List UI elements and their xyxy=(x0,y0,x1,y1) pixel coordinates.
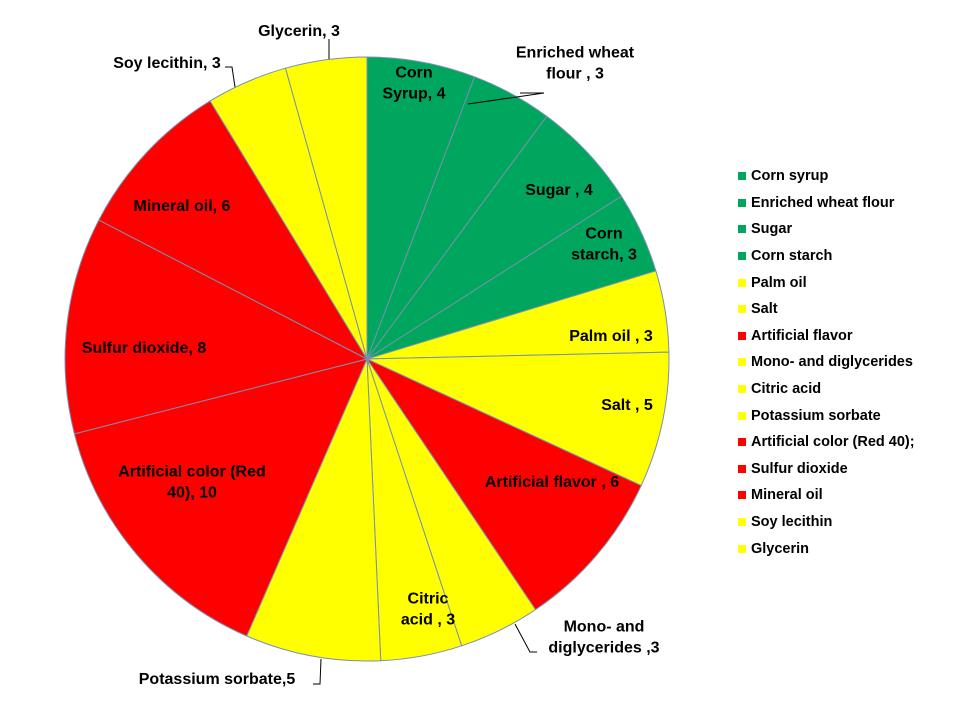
legend-label: Potassium sorbate xyxy=(751,407,881,424)
legend-swatch xyxy=(738,305,746,314)
slice-label-line: Citric xyxy=(408,591,449,608)
slice-label-line: Corn xyxy=(395,65,432,82)
slice-label-potassium-sorbate: Potassium sorbate,5 xyxy=(139,671,296,688)
legend-item: Mineral oil xyxy=(738,482,953,509)
slice-label-line: Potassium sorbate,5 xyxy=(139,671,296,688)
slice-label-line: Enriched wheat xyxy=(516,45,635,62)
legend-label: Artificial color (Red 40); xyxy=(751,434,915,451)
legend-swatch xyxy=(738,278,746,287)
legend-item: Corn starch xyxy=(738,243,953,270)
slice-label-line: Palm oil , 3 xyxy=(569,328,653,345)
legend-label: Enriched wheat flour xyxy=(751,194,895,211)
slice-label-salt: Salt , 5 xyxy=(601,397,653,414)
legend-item: Sulfur dioxide xyxy=(738,456,953,483)
legend-item: Mono- and diglycerides xyxy=(738,349,953,376)
slice-label-line: 40), 10 xyxy=(167,485,217,502)
legend-swatch xyxy=(738,438,746,447)
slice-label-enriched-wheat-flour: Enriched wheat flour , 3 xyxy=(516,45,635,83)
legend-label: Mineral oil xyxy=(751,487,823,504)
legend-swatch xyxy=(738,518,746,527)
slice-label-line: Corn xyxy=(585,226,622,243)
slice-label-sulfur-dioxide: Sulfur dioxide, 8 xyxy=(82,340,207,357)
slice-label-line: Mineral oil, 6 xyxy=(134,198,231,215)
legend-swatch xyxy=(738,411,746,420)
legend-swatch xyxy=(738,198,746,207)
pie-slice-sulfur-dioxide xyxy=(64,219,369,435)
slice-label-line: Sulfur dioxide, 8 xyxy=(82,340,207,357)
slice-label-mineral-oil: Mineral oil, 6 xyxy=(134,198,231,215)
legend-item: Potassium sorbate xyxy=(738,402,953,429)
chart-legend: Corn syrup Enriched wheat flour Sugar Co… xyxy=(738,163,953,562)
slice-label-soy-lecithin: Soy lecithin, 3 xyxy=(113,55,221,72)
leader-lines xyxy=(225,39,545,685)
slice-label-palm-oil: Palm oil , 3 xyxy=(569,328,653,345)
legend-label: Palm oil xyxy=(751,274,807,291)
legend-item: Palm oil xyxy=(738,269,953,296)
pie-slice-artificial-color-red-40 xyxy=(73,358,368,637)
pie-slice-potassium-sorbate xyxy=(246,358,382,662)
legend-label: Corn starch xyxy=(751,248,833,265)
legend-item: Citric acid xyxy=(738,376,953,403)
legend-swatch xyxy=(738,172,746,181)
legend-item: Artificial flavor xyxy=(738,323,953,350)
legend-item: Glycerin xyxy=(738,535,953,562)
slice-label-artificial-color-red-40: Artificial color (Red 40), 10 xyxy=(118,464,266,502)
legend-item: Sugar xyxy=(738,216,953,243)
slice-label-line: Sugar , 4 xyxy=(525,182,593,199)
legend-label: Corn syrup xyxy=(751,168,829,185)
slice-label-line: acid , 3 xyxy=(401,612,455,629)
slice-label-mono-and-diglycerides: Mono- and diglycerides ,3 xyxy=(548,619,659,657)
legend-swatch xyxy=(738,385,746,394)
leader-line-mono-and-diglycerides xyxy=(514,623,537,653)
slice-label-artificial-flavor: Artificial flavor , 6 xyxy=(485,474,619,491)
legend-label: Citric acid xyxy=(751,381,822,398)
slice-label-sugar: Sugar , 4 xyxy=(525,182,593,199)
legend-swatch xyxy=(738,252,746,261)
slice-label-line: Salt , 5 xyxy=(601,397,653,414)
leader-line-soy-lecithin xyxy=(225,66,236,88)
legend-label: Sulfur dioxide xyxy=(751,460,848,477)
legend-swatch xyxy=(738,491,746,500)
slice-label-line: Glycerin, 3 xyxy=(258,23,340,40)
slice-label-line: starch, 3 xyxy=(571,247,637,264)
pie-slice-salt xyxy=(366,351,670,487)
legend-item: Salt xyxy=(738,296,953,323)
legend-item: Soy lecithin xyxy=(738,509,953,536)
pie-slice-mineral-oil xyxy=(98,100,369,361)
pie-slice-glycerin xyxy=(284,56,368,360)
slice-label-line: Artificial color (Red xyxy=(118,464,266,481)
legend-swatch xyxy=(738,225,746,234)
slice-label-line: Mono- and xyxy=(564,619,645,636)
slice-label-citric-acid: Citric acid , 3 xyxy=(401,591,455,629)
legend-item: Corn syrup xyxy=(738,163,953,190)
slice-label-glycerin: Glycerin, 3 xyxy=(258,23,340,40)
slice-label-line: flour , 3 xyxy=(546,66,604,83)
legend-label: Mono- and diglycerides xyxy=(751,354,913,371)
legend-item: Enriched wheat flour xyxy=(738,190,953,217)
legend-item: Artificial color (Red 40); xyxy=(738,429,953,456)
slice-label-line: Syrup, 4 xyxy=(382,86,445,103)
legend-swatch xyxy=(738,464,746,473)
legend-swatch xyxy=(738,358,746,367)
legend-swatch xyxy=(738,544,746,553)
slice-label-line: Artificial flavor , 6 xyxy=(485,474,619,491)
pie-slice-artificial-flavor xyxy=(365,357,642,611)
legend-label: Glycerin xyxy=(751,540,810,557)
legend-swatch xyxy=(738,331,746,340)
slice-label-line: diglycerides ,3 xyxy=(548,640,659,657)
leader-line-potassium-sorbate xyxy=(313,658,322,685)
pie-slices xyxy=(64,56,670,662)
legend-label: Soy lecithin xyxy=(751,514,833,531)
slice-label-corn-starch: Corn starch, 3 xyxy=(571,226,637,264)
leader-line-enriched-wheat-flour xyxy=(467,92,545,105)
legend-label: Salt xyxy=(751,301,778,318)
legend-label: Sugar xyxy=(751,221,793,238)
legend-label: Artificial flavor xyxy=(751,327,853,344)
slice-label-line: Soy lecithin, 3 xyxy=(113,55,221,72)
